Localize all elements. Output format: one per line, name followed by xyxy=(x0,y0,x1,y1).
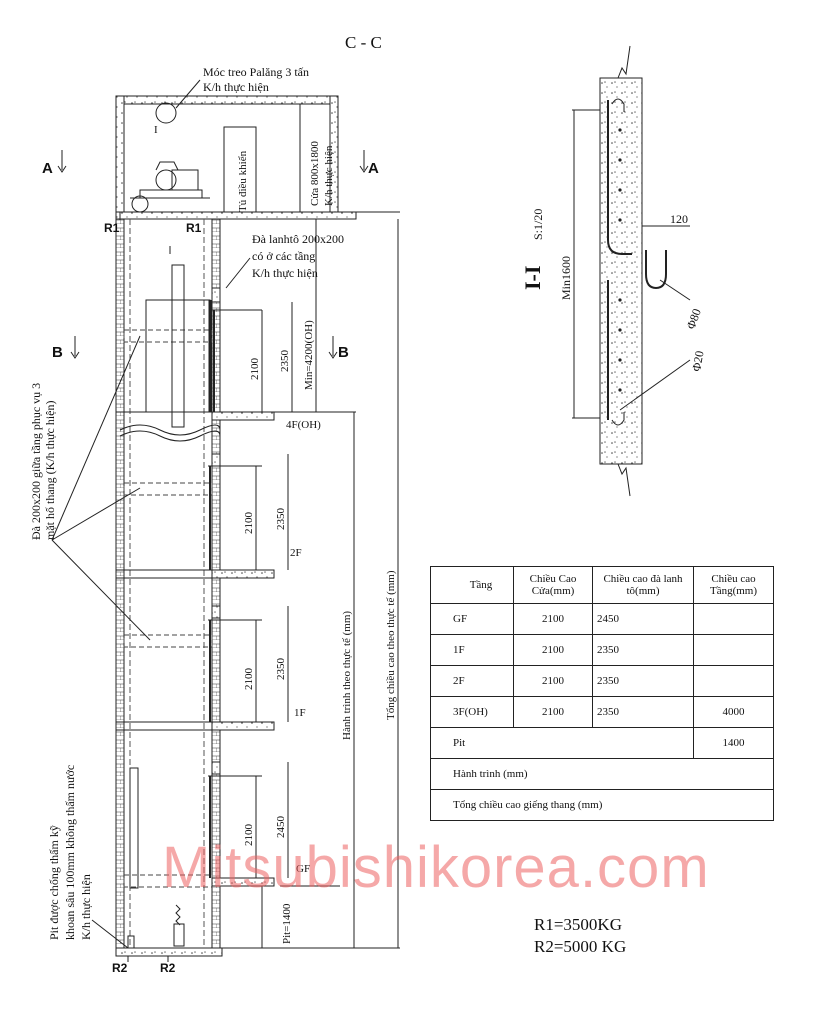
machine-room: Tủ điều khiển Cửa 800x1800 K/h thực hiện… xyxy=(115,65,400,220)
pit-label-2: khoan sâu 100mm không thấm nước xyxy=(63,765,77,940)
dim-2f-door: 2100 xyxy=(243,512,255,535)
r2-right: R2 xyxy=(160,961,176,975)
pit-label-3: K/h thực hiện xyxy=(79,874,93,940)
control-cabinet-label: Tủ điều khiển xyxy=(237,150,249,212)
traction-machine xyxy=(130,161,210,213)
hook-note: K/h thực hiện xyxy=(203,80,269,94)
table-cell: 2350 xyxy=(592,696,694,728)
detail-i-i xyxy=(572,45,691,497)
lintel-label-1: Đà lanhtô 200x200 xyxy=(252,232,344,246)
total-row-label: Tổng chiều cao giếng thang (mm) xyxy=(430,789,774,821)
detail-120: 120 xyxy=(670,212,688,226)
table-cell: 2F xyxy=(430,665,514,697)
detail-phi80: Φ80 xyxy=(684,307,704,331)
beam-leaders xyxy=(51,335,151,641)
dim-2f-lintel: 2350 xyxy=(275,508,287,531)
table-row: 1F 2100 2350 xyxy=(430,634,774,666)
table-header: Tầng xyxy=(430,566,514,604)
dim-1f-lintel: 2350 xyxy=(275,658,287,681)
table-header: Chiều cao Tầng(mm) xyxy=(693,566,774,604)
table-cell: 3F(OH) xyxy=(430,696,514,728)
table-cell: 2100 xyxy=(513,696,593,728)
table-cell xyxy=(693,603,774,635)
section-b-right: B xyxy=(338,344,349,361)
floor-1f-label: 1F xyxy=(294,707,306,719)
hook-marker-label: I xyxy=(154,124,158,136)
table-row-total: Tổng chiều cao giếng thang (mm) xyxy=(430,789,774,821)
dim-1f-door: 2100 xyxy=(243,668,255,691)
floor-slabs xyxy=(116,411,275,887)
hook-marker-circle xyxy=(155,102,177,124)
section-a-right: A xyxy=(368,160,379,177)
detail-min-length: Min1600 xyxy=(559,256,573,300)
lintel-label-2: có ở các tầng xyxy=(252,249,315,263)
elevator-car xyxy=(119,264,221,949)
travel-label: Hành trình theo thực tế (mm) xyxy=(341,611,353,740)
table-row: GF 2100 2450 xyxy=(430,603,774,635)
floor-dimensions xyxy=(220,219,400,949)
detail-scale: S:1/20 xyxy=(531,209,545,240)
load-r2: R2=5000 KG xyxy=(534,937,627,956)
door-size-label: Cửa 800x1800 xyxy=(309,141,321,206)
beam-label-2: mặt hố thang (K/h thực hiện) xyxy=(43,401,57,540)
table-row-pit: Pit 1400 xyxy=(430,727,774,759)
landing-doors xyxy=(208,287,262,878)
floor-height-table: Tầng Chiều Cao Cửa(mm) Chiều cao đà lanh… xyxy=(430,566,774,821)
intermediate-beams xyxy=(123,329,213,888)
table-header: Chiều Cao Cửa(mm) xyxy=(513,566,593,604)
table-cell: 4000 xyxy=(693,696,774,728)
pit-label: Pit xyxy=(430,727,694,759)
detail-phi20: Φ20 xyxy=(689,350,706,373)
dim-4f-lintel: 2350 xyxy=(279,350,291,373)
hook-label: Móc treo Palăng 3 tấn xyxy=(203,65,309,79)
load-notes: R1=3500KG R2=5000 KG xyxy=(534,914,626,958)
pit-value: 1400 xyxy=(693,727,774,759)
table-row: 3F(OH) 2100 2350 4000 xyxy=(430,696,774,728)
detail-title: I-I xyxy=(520,266,545,290)
section-b-left: B xyxy=(52,344,63,361)
table-cell: 2100 xyxy=(513,634,593,666)
table-cell: 2350 xyxy=(592,665,694,697)
floor-gf-label: GF xyxy=(296,863,310,875)
door-note-label: K/h thực hiện xyxy=(323,145,335,206)
beam-label-1: Đà 200x200 giữa tầng phục vụ 3 xyxy=(29,383,43,540)
table-cell: 2450 xyxy=(592,603,694,635)
control-cabinet xyxy=(223,126,257,213)
r2-left: R2 xyxy=(112,961,128,975)
dim-gf-door: 2100 xyxy=(243,824,255,847)
lintel-label-3: K/h thực hiện xyxy=(252,266,318,280)
r1-right: R1 xyxy=(186,221,202,235)
dim-4f-door: 2100 xyxy=(249,358,261,381)
travel-row-label: Hành trình (mm) xyxy=(430,758,774,790)
overhead-label: Min=4200(OH) xyxy=(303,320,315,390)
table-cell: 2100 xyxy=(513,603,593,635)
floor-2f-label: 2F xyxy=(290,547,302,559)
table-row: 2F 2100 2350 xyxy=(430,665,774,697)
table-cell: GF xyxy=(430,603,514,635)
table-cell: 1F xyxy=(430,634,514,666)
r1-left: R1 xyxy=(104,221,120,235)
dim-gf-lintel: 2450 xyxy=(275,816,287,839)
table-cell: 2350 xyxy=(592,634,694,666)
pit-label-1: Pit được chống thấm kỹ xyxy=(47,825,61,940)
total-height-label: Tổng chiều cao theo thực tế (mm) xyxy=(385,570,397,720)
section-title: C - C xyxy=(345,33,382,52)
table-cell xyxy=(693,634,774,666)
floor-4f-label: 4F(OH) xyxy=(286,419,321,431)
load-r1: R1=3500KG xyxy=(534,915,622,934)
table-cell xyxy=(693,665,774,697)
table-row-travel: Hành trình (mm) xyxy=(430,758,774,790)
table-cell: 2100 xyxy=(513,665,593,697)
pit-depth-label: Pit=1400 xyxy=(281,903,293,944)
table-header: Chiều cao đà lanh tô(mm) xyxy=(592,566,694,604)
section-a-left: A xyxy=(42,160,53,177)
watermark: Mitsubishikorea.com xyxy=(162,835,710,900)
